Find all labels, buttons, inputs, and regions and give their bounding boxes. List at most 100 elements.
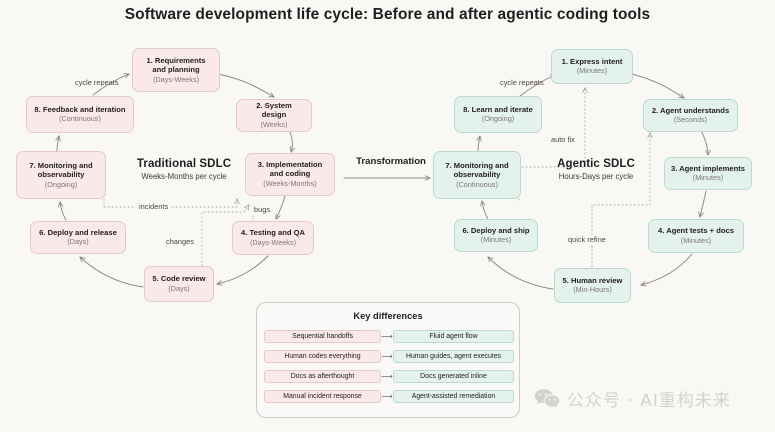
edge-a7-a8 [478,136,480,152]
edge-a5-a6 [488,257,554,290]
node-duration: (Minutes) [576,66,608,76]
node-t3[interactable]: 3. Implementation and coding (Weeks-Mont… [245,153,335,196]
edge-t1-t2 [217,73,274,97]
node-duration: (Weeks-Months) [263,179,317,189]
key-before-chip: Sequential handoffs [264,330,381,343]
key-before-chip: Docs as afterthought [264,370,381,383]
node-a6[interactable]: 6. Deploy and ship (Minutes) [454,219,538,252]
label-t-incidents: incidents [136,202,172,211]
node-duration: (Ongoing) [481,114,515,124]
key-differences-panel: Key differences Sequential handoffs ⟶ Fl… [256,302,520,418]
node-label: 4. Agent tests + docs [658,226,734,236]
node-duration: (Minutes) [480,235,512,245]
node-duration: (Minutes) [692,173,724,183]
node-a5[interactable]: 5. Human review (Min-Hours) [554,268,631,303]
node-label: 1. Requirements and planning [146,55,206,74]
label-a-cycle-repeats: cycle repeats [500,78,544,87]
node-duration: (Continuous) [59,114,101,124]
node-a4[interactable]: 4. Agent tests + docs (Minutes) [648,219,744,253]
node-label: 3. Implementation and coding [257,160,323,179]
node-duration: (Minutes) [680,235,712,245]
key-before-chip: Manual incident response [264,390,381,403]
edge-t7-t8 [57,136,59,152]
node-label: 7. Monitoring and observability [29,160,93,179]
node-label: 6. Deploy and release [39,227,117,237]
node-a7[interactable]: 7. Monitoring and observability (Continu… [433,151,521,199]
node-a8[interactable]: 8. Learn and iterate (Ongoing) [454,96,542,133]
key-difference-row: Docs as afterthought ⟶ Docs generated in… [264,370,514,383]
key-difference-row: Sequential handoffs ⟶ Fluid agent flow [264,330,514,343]
label-t-cycle-repeats: cycle repeats [75,78,119,87]
traditional-caption: Traditional SDLC Weeks-Months per cycle [118,158,250,181]
arrow-right-icon: ⟶ [381,351,393,361]
node-label: 2. System design [256,101,292,120]
node-t1[interactable]: 1. Requirements and planning (Days-Weeks… [132,48,220,92]
edge-t5-t6 [80,257,144,288]
node-t4[interactable]: 4. Testing and QA (Days-Weeks) [232,221,314,255]
node-label: 5. Code review [152,274,206,284]
node-label: 3. Agent implements [671,163,745,173]
node-label: 7. Monitoring and observability [445,160,509,179]
transformation-text: Transformation [356,156,426,167]
traditional-caption-title: Traditional SDLC [136,158,232,170]
key-difference-row: Manual incident response ⟶ Agent-assiste… [264,390,514,403]
node-duration: (Days-Weeks) [152,74,200,84]
node-label: 8. Feedback and iteration [34,104,126,114]
node-duration: (Days) [67,237,89,247]
wechat-icon [534,388,560,407]
node-label: 1. Express intent [561,56,623,66]
key-after-chip: Docs generated inline [393,370,514,383]
label-t-bugs: bugs [252,205,273,214]
node-t5[interactable]: 5. Code review (Days) [144,266,214,302]
key-difference-row: Human codes everything ⟶ Human guides, a… [264,350,514,363]
node-label: 5. Human review [562,275,623,285]
arrow-right-icon: ⟶ [381,331,393,341]
edge-a6-a7 [482,201,489,220]
watermark: 公众号 · AI重构未来 [534,386,731,411]
edge-a4-a5 [641,253,693,285]
edge-a2-a3 [701,131,708,155]
label-t-changes: changes [163,237,197,246]
edge-a1-a2 [631,73,684,98]
edge-t4-t5 [217,255,269,284]
edge-a3-a4 [700,190,707,217]
label-a-quick-refine: quick refine [565,235,609,244]
key-after-chip: Agent-assisted remediation [393,390,514,403]
node-duration: (Continuous) [456,179,498,189]
watermark-text: 公众号 · AI重构未来 [567,391,731,411]
traditional-caption-sub: Weeks-Months per cycle [141,172,227,181]
edge-t3-t4 [276,195,286,219]
page-title: Software development life cycle: Before … [124,6,651,23]
node-duration: (Weeks) [260,120,288,130]
agentic-caption-title: Agentic SDLC [557,158,635,170]
node-duration: (Days-Weeks) [249,237,297,247]
key-after-chip: Fluid agent flow [393,330,514,343]
edge-a-quickrefine [591,133,650,268]
agentic-caption: Agentic SDLC Hours-Days per cycle [535,158,657,181]
node-a1[interactable]: 1. Express intent (Minutes) [551,49,633,84]
node-label: 6. Deploy and ship [462,225,530,235]
node-a2[interactable]: 2. Agent understands (Seconds) [643,99,738,132]
node-duration: (Min-Hours) [573,285,612,295]
transformation-label: Transformation [342,156,440,167]
edge-t6-t7 [60,202,67,221]
node-duration: (Ongoing) [44,179,78,189]
key-after-chip: Human guides, agent executes [393,350,514,363]
node-duration: (Days) [168,283,190,293]
node-a3[interactable]: 3. Agent implements (Minutes) [664,157,752,190]
arrow-right-icon: ⟶ [381,371,393,381]
node-t2[interactable]: 2. System design (Weeks) [236,99,312,132]
node-t8[interactable]: 8. Feedback and iteration (Continuous) [26,96,134,133]
node-t6[interactable]: 6. Deploy and release (Days) [30,221,126,254]
arrow-right-icon: ⟶ [381,391,393,401]
node-label: 4. Testing and QA [241,228,305,238]
node-duration: (Seconds) [673,115,708,125]
node-t7[interactable]: 7. Monitoring and observability (Ongoing… [16,151,106,199]
agentic-caption-sub: Hours-Days per cycle [558,172,634,181]
label-a-auto-fix: auto fix [548,135,578,144]
node-label: 8. Learn and iterate [463,104,533,114]
key-before-chip: Human codes everything [264,350,381,363]
node-label: 2. Agent understands [651,105,730,115]
key-differences-title: Key differences [353,311,423,321]
